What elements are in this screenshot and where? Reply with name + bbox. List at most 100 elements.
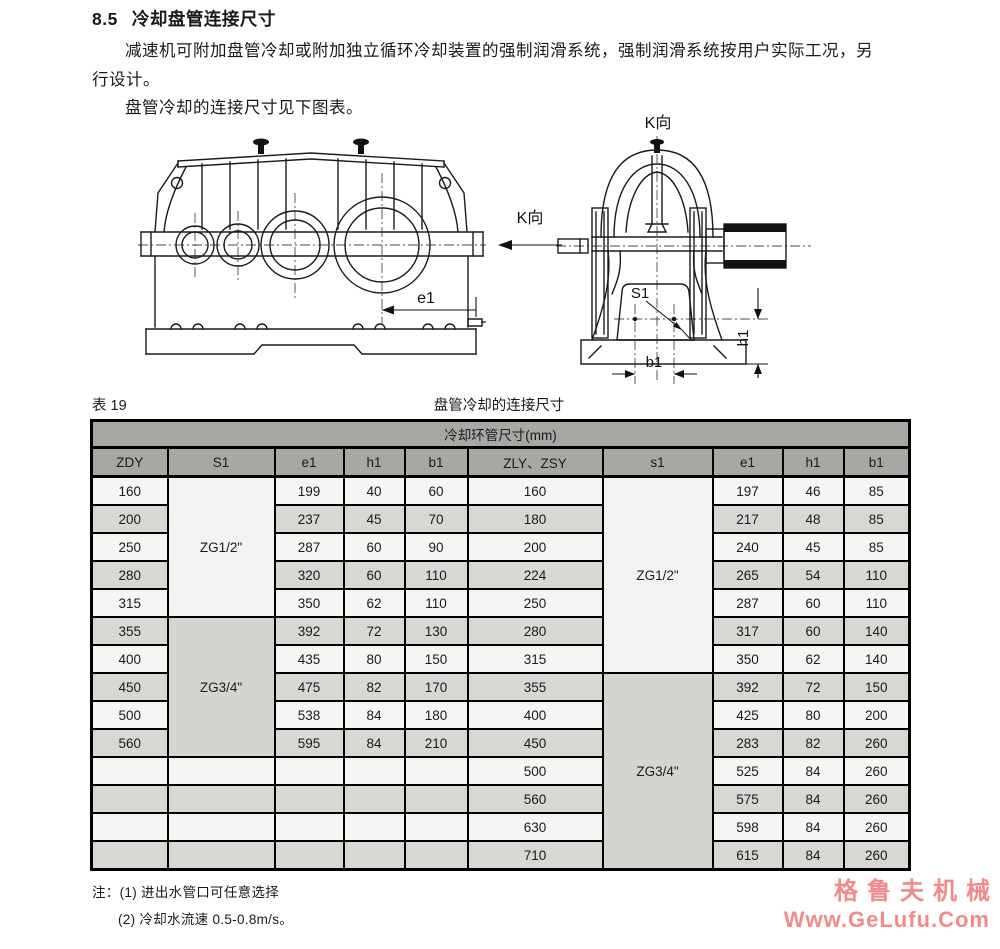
table-cell: 46 [781,475,845,506]
table-cell: 200 [90,504,169,534]
table-cell: 500 [466,756,604,786]
b1-dimension-label: b1 [646,354,663,371]
col-header-h1: h1 [342,446,406,478]
col-header-s1: S1 [166,446,276,478]
table-cell: 355 [90,616,169,646]
col-header-zdy: ZDY [90,446,169,478]
table-cell: 60 [403,475,469,506]
table-cell: 84 [781,756,845,786]
output-shaft-section [724,224,786,268]
table-cell: 392 [711,672,784,702]
bolt-icon [650,139,664,153]
section-title: 冷却盘管连接尺寸 [131,9,276,29]
col-header-s1-right: s1 [601,446,714,478]
table-cell: 250 [90,532,169,562]
table-cell: 400 [90,644,169,674]
table-cell: 54 [781,560,845,590]
housing-outline [557,149,787,365]
table-cell: 197 [711,475,784,506]
table-cell: 150 [842,672,911,702]
table-cell: 630 [466,812,604,842]
table-cell: 350 [273,588,345,618]
b1-dimension: b1 [612,354,697,378]
table-cell: 60 [342,560,406,590]
table-cell: 400 [466,700,604,730]
table-cell: 560 [90,728,169,758]
table-cell: 287 [711,588,784,618]
table-cell: 224 [466,560,604,590]
table-cell [342,756,406,786]
note-item-1: (1) 进出水管口可任意选择 [119,885,280,900]
col-header-h1-right: h1 [781,446,845,478]
view-direction-marker: K向 [498,209,562,250]
table-cell: 260 [842,728,911,758]
table-cell: 60 [781,616,845,646]
body-paragraph-line2: 行设计。 [92,71,160,89]
table-cell [90,840,169,871]
table-cell: 265 [711,560,784,590]
s1-label: S1 [631,285,649,302]
table-cell: 62 [781,644,845,674]
watermark-brand: 格鲁夫机械 [834,878,999,905]
table-cell: 615 [711,840,784,871]
table-cell [273,784,345,814]
table-cell: ZG1/2" [166,475,276,618]
table-cell: 260 [842,784,911,814]
table-cell: 150 [403,644,469,674]
table-number: 表 19 [92,398,127,414]
table-cell [166,784,276,814]
k-direction-label: K向 [517,209,544,227]
table-cell: 72 [781,672,845,702]
table-cell: ZG1/2" [601,475,714,674]
table-cell: 82 [781,728,845,758]
table-cell: 170 [403,672,469,702]
table-cell: 84 [342,728,406,758]
table-cell: 110 [842,560,911,590]
table-span-header: 冷却环管尺寸(mm) [90,419,911,449]
table-cell: 355 [466,672,604,702]
table-cell: 140 [842,644,911,674]
table-cell: 500 [90,700,169,730]
table-cell: 425 [711,700,784,730]
table-title: 盘管冷却的连接尺寸 [433,398,565,414]
table-cell: 140 [842,616,911,646]
table-cell [403,812,469,842]
table-cell: 180 [403,700,469,730]
side-view-drawing: K向 [556,114,811,384]
table-cell: 200 [842,700,911,730]
bolt-icon [253,138,369,154]
table-cell: 84 [781,812,845,842]
table-cell: 283 [711,728,784,758]
table-cell [273,840,345,871]
e1-dimension: e1 [382,290,477,317]
table-cell [90,784,169,814]
cooling-pipe-dimensions-table: 冷却环管尺寸(mm) ZDY S1 e1 h1 b1 ZLY、ZSY s1 e1… [90,419,912,871]
table-cell [403,840,469,871]
table-cell: 475 [273,672,345,702]
table-cell: 260 [842,812,911,842]
table-cell: 80 [781,700,845,730]
h1-dimension-label: h1 [735,330,752,347]
table-cell: 250 [466,588,604,618]
table-cell: 450 [466,728,604,758]
table-cell: 84 [781,840,845,871]
col-header-e1: e1 [273,446,345,478]
table-cell: 180 [466,504,604,534]
table-cell: 45 [342,504,406,534]
note-prefix: 注： [92,885,120,900]
table-cell: ZG3/4" [601,672,714,871]
table-cell: 85 [842,475,911,506]
col-header-zly-zsy: ZLY、ZSY [466,446,604,478]
table-cell: 240 [711,532,784,562]
col-header-b1: b1 [403,446,469,478]
table-cell: 210 [403,728,469,758]
table-cell: 85 [842,532,911,562]
table-cell: 710 [466,840,604,871]
